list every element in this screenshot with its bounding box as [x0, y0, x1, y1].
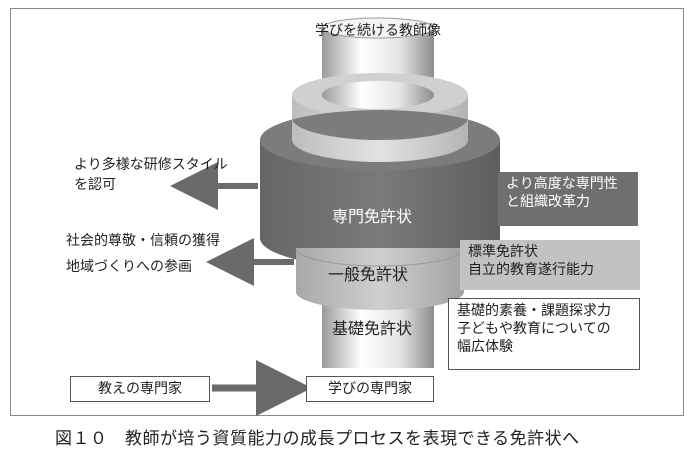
tier-label-senmon: 専門免許状	[331, 207, 413, 226]
left-arrows	[170, 162, 294, 286]
box-advanced-line2: と組織改革力	[506, 194, 590, 210]
tier-ippan-ring	[295, 247, 465, 310]
box-standard-line1: 標準免許状	[468, 244, 538, 260]
note-training-line2: を認可	[74, 177, 116, 193]
box-advanced-expertise: より高度な専門性 と組織改革力	[498, 172, 638, 226]
box-learning-expert: 学びの専門家	[306, 376, 434, 402]
note-society-line1: 社会的尊敬・信頼の獲得	[66, 233, 220, 249]
box-standard-license: 標準免許状 自立的教育遂行能力	[460, 240, 640, 290]
box-advanced-line1: より高度な専門性	[506, 176, 618, 192]
senmon-ring-inner-step	[292, 118, 468, 162]
box-teaching-expert: 教えの専門家	[70, 376, 210, 402]
box-foundation-line1: 基礎的素養・課題探求力	[457, 303, 611, 319]
figure-caption: 図１０ 教師が培う資質能力の成長プロセスを表現できる免許状へ	[55, 429, 580, 449]
box-foundation-line2: 子どもや教育についての	[457, 321, 611, 337]
tier-label-kiso: 基礎免許状	[331, 319, 413, 338]
box-foundation-line3: 幅広体験	[457, 339, 513, 355]
box-standard-line2: 自立的教育遂行能力	[468, 262, 594, 278]
note-society-line2: 地域づくりへの参画	[66, 259, 192, 275]
box-foundation: 基礎的素養・課題探求力 子どもや教育についての 幅広体験	[448, 298, 640, 370]
tier-label-ippan: 一般免許状	[327, 265, 409, 284]
note-training-line1: より多様な研修スタイル	[74, 157, 228, 173]
top-label: 学びを続ける教師像	[315, 23, 441, 39]
